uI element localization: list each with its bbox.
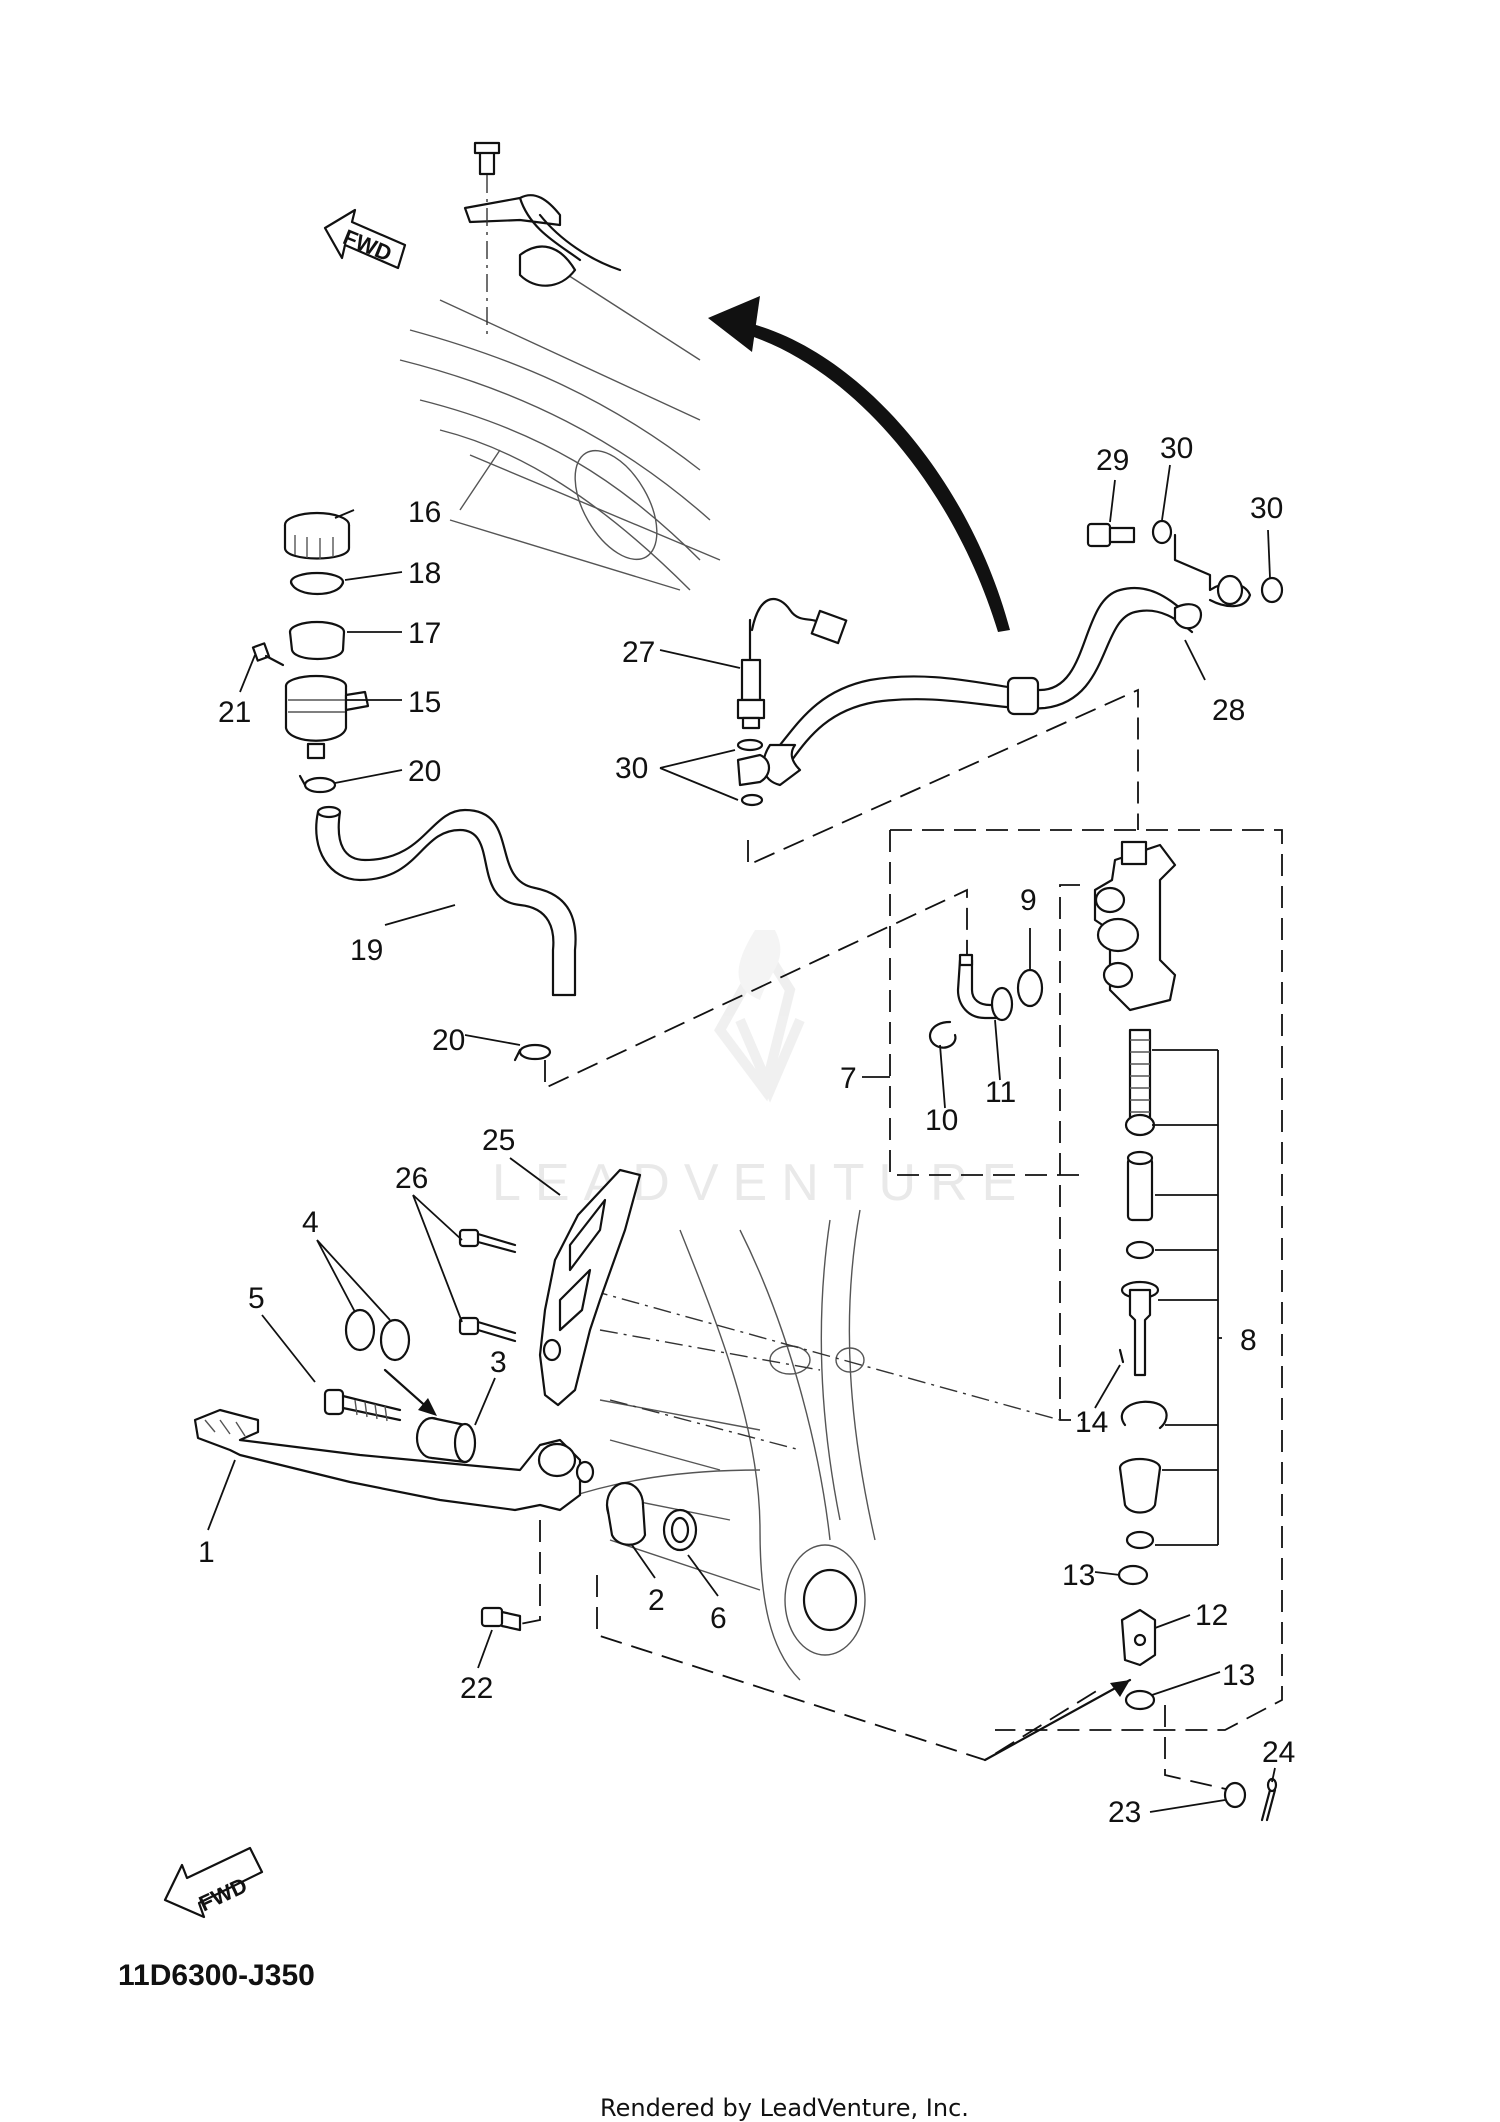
brake-switch (736, 597, 848, 730)
kit-boundary-7 (889, 830, 1085, 1176)
callout-13-lower: 13 (1222, 1659, 1255, 1692)
hose-clip-upper (298, 774, 337, 794)
callout-14: 14 (1075, 1406, 1108, 1439)
heel-guard-bolts (458, 1228, 517, 1343)
heel-guard (538, 1168, 642, 1407)
clevis-12 (1120, 1608, 1157, 1667)
callout-24: 24 (1262, 1736, 1295, 1769)
callout-labels: 16 18 17 15 21 20 19 20 27 30 28 29 30 3… (198, 432, 1295, 1829)
pedal-stopper-bolt (480, 1606, 522, 1632)
circlip-piston (1120, 1400, 1168, 1430)
clevis-pin-guide (1164, 1705, 1231, 1791)
callout-18: 18 (408, 557, 441, 590)
callout-22: 22 (460, 1672, 493, 1705)
callout-13-upper: 13 (1062, 1559, 1095, 1592)
callout-3: 3 (490, 1346, 507, 1379)
boot (1118, 1457, 1162, 1514)
callout-21: 21 (218, 696, 251, 729)
bushing-2 (605, 1481, 647, 1546)
o-ring-9 (1016, 968, 1044, 1008)
callout-23: 23 (1108, 1796, 1141, 1829)
callout-12: 12 (1195, 1599, 1228, 1632)
callout-30-mid: 30 (1160, 432, 1193, 465)
leader-lines (207, 464, 1276, 1813)
callout-29: 29 (1096, 444, 1129, 477)
union-bolt (1086, 522, 1136, 548)
piston-guide-line (1059, 884, 1085, 1421)
nut-piston (1125, 1530, 1155, 1550)
callout-6: 6 (710, 1602, 727, 1635)
callout-17: 17 (408, 617, 441, 650)
callout-11: 11 (985, 1076, 1016, 1109)
shaft-arrow (383, 1368, 432, 1412)
brake-hose (762, 587, 1203, 787)
callout-10: 10 (925, 1104, 958, 1137)
reservoir-cap (283, 511, 351, 560)
diaphragm (289, 571, 345, 595)
washer-6 (662, 1508, 698, 1552)
diaphragm-holder (288, 620, 346, 660)
callout-28: 28 (1212, 694, 1245, 727)
pedal-guide-line (514, 1520, 541, 1626)
callout-8: 8 (1240, 1324, 1257, 1357)
direction-arrow (708, 296, 1010, 632)
hose-clamp-bracket (463, 141, 622, 340)
linkage-arrow (983, 1678, 1132, 1762)
hose-end-fitting (1173, 533, 1252, 608)
linkage-arrowhead (1110, 1680, 1130, 1697)
callout-30-left: 30 (615, 752, 648, 785)
fwd-arrow-top: FWD (323, 208, 407, 270)
piston-parts (1118, 1028, 1160, 1377)
nut-13a (1117, 1564, 1149, 1586)
master-cylinder-body (1093, 840, 1177, 1012)
kit-boundary-8 (890, 829, 1283, 1731)
diagram-code: 11D6300-J350 (118, 1959, 315, 1992)
washers-30 (736, 519, 1284, 807)
callout-30-right: 30 (1250, 492, 1283, 525)
o-rings-4 (344, 1308, 411, 1362)
callout-15: 15 (408, 686, 441, 719)
callout-5: 5 (248, 1282, 265, 1315)
callout-20-upper: 20 (408, 755, 441, 788)
callout-19: 19 (350, 934, 383, 967)
callout-26: 26 (395, 1162, 428, 1195)
shaft-arrowhead (418, 1398, 437, 1416)
callout-1: 1 (198, 1536, 215, 1569)
callout-27: 27 (622, 636, 655, 669)
circlip-10 (928, 1020, 957, 1049)
nut-13b (1124, 1689, 1156, 1711)
brake-pedal (193, 1408, 595, 1512)
frame-sketch-lower (559, 1209, 1061, 1681)
render-credit: Rendered by LeadVenture, Inc. (600, 2094, 969, 2122)
watermark-logo (714, 930, 805, 1103)
pedal-shaft-bolt (323, 1388, 402, 1422)
callout-20-lower: 20 (432, 1024, 465, 1057)
callout-25: 25 (482, 1124, 515, 1157)
watermark-text: LEADVENTURE (492, 1154, 1030, 1212)
callout-4: 4 (302, 1206, 319, 1239)
fwd-arrow-bottom: FWD (163, 1846, 264, 1919)
frame-sketch-top (399, 269, 721, 591)
reservoir-guide-line (544, 888, 968, 1090)
hose-clip-lower (513, 1043, 552, 1062)
callout-16: 16 (408, 496, 441, 529)
callout-2: 2 (648, 1584, 665, 1617)
cotter-pin-24 (1260, 1777, 1278, 1822)
reservoir-bolt (251, 642, 285, 667)
reservoir-tank (284, 674, 370, 760)
hose-guide-line (747, 688, 1139, 867)
washer-23 (1223, 1781, 1247, 1809)
hose-joint-11 (956, 953, 1014, 1022)
bushing-3 (415, 1416, 477, 1464)
reservoir-hose (315, 805, 577, 997)
callout-9: 9 (1020, 884, 1037, 917)
callout-7: 7 (840, 1062, 857, 1095)
linkage-guide-line (596, 1575, 1099, 1761)
